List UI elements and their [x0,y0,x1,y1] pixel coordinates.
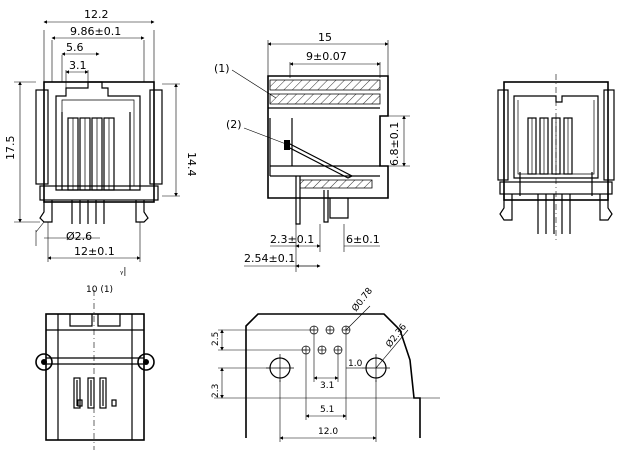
dim-width-mid: 5.6 [66,41,84,54]
dim-lower-offset: 2.3 [211,384,221,398]
side-view: 15 9±0.07 (1) (2) 6.8±0.1 2.3±0.1 6±0.1 … [214,31,410,272]
dim-post-offset: 6±0.1 [346,233,380,246]
dim-post-spacing-pcb: 12.0 [318,427,338,437]
front-contacts [61,112,131,191]
dim-top-inner: 9±0.07 [306,50,347,63]
dim-height-body: 14.4 [185,152,198,177]
bottom-view-top-label: 10 (1) [86,285,113,295]
pcb-layout: Ø0.78 Ø2.36 2.5 2.3 3.1 1.0 5.1 12.0 [211,285,440,442]
callout-2: (2) [226,118,242,131]
dim-pin-span: 3.1 [320,381,334,391]
dim-width-total: 12.2 [84,8,109,21]
rear-view [497,74,615,240]
dim-pin-diameter: Ø0.78 [350,285,376,313]
dim-height-total: 17.5 [4,136,17,161]
bottom-view: 10 (1) [35,285,155,450]
dim-post-offset-pcb: 1.0 [348,359,363,369]
dim-post-diameter: Ø2.6 [66,230,92,243]
dim-post-spacing: 12±0.1 [74,245,115,258]
dim-pin-pitch: 2.54±0.1 [244,252,295,265]
front-view: 12.2 9.86±0.1 5.6 3.1 17.5 14.4 12±0.1 Ø… [4,8,198,277]
dim-mid-span: 5.1 [320,405,334,415]
dim-width-inner: 9.86±0.1 [70,25,121,38]
dim-row-spacing: 2.5 [211,332,221,346]
front-view-ref: ᵧ| [120,267,126,277]
dim-height-right: 6.8±0.1 [388,122,401,166]
callout-1: (1) [214,62,230,75]
dim-width-small: 3.1 [69,59,87,72]
dim-pin-offset: 2.3±0.1 [270,233,314,246]
dim-side-length: 15 [318,31,332,44]
